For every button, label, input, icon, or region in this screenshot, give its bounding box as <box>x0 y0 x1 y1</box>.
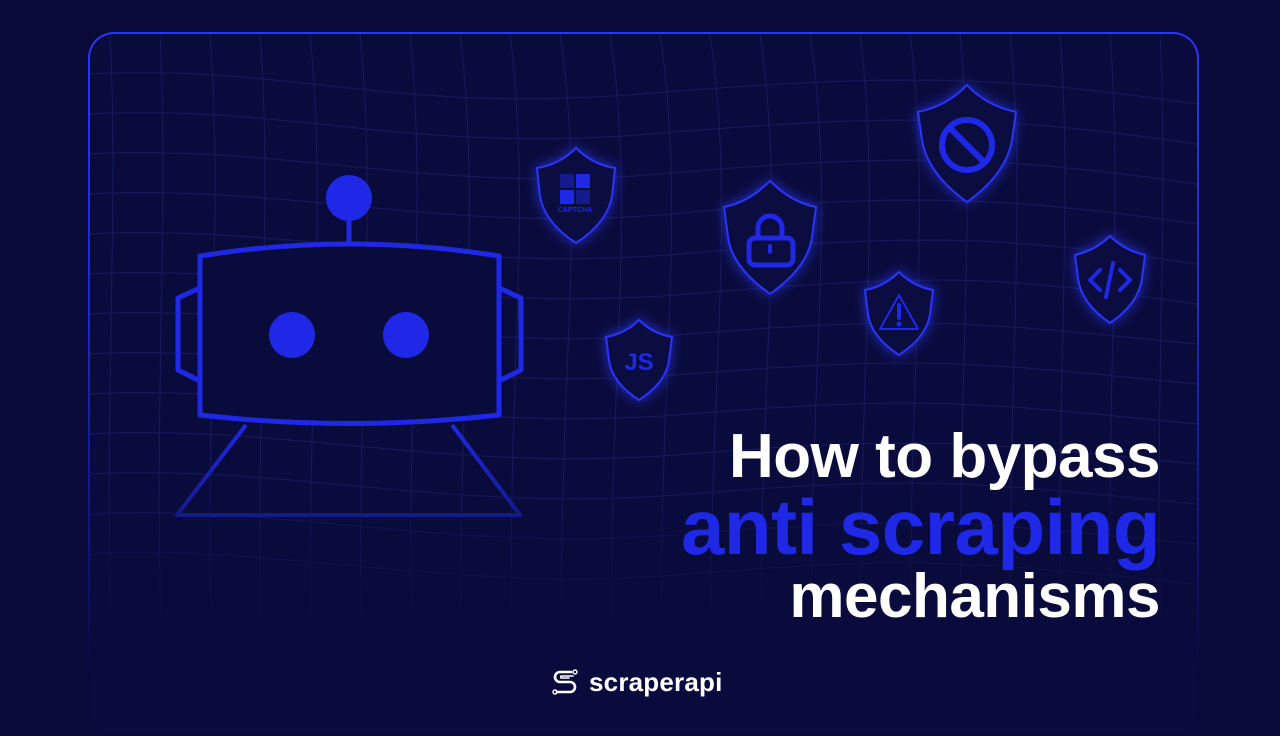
headline: How to bypass anti scraping mechanisms <box>681 424 1160 630</box>
javascript-shield-icon: JS <box>604 318 674 402</box>
headline-line-3: mechanisms <box>789 562 1160 631</box>
lock-shield-icon <box>722 179 818 296</box>
hero-card <box>88 32 1199 736</box>
code-shield-icon <box>1073 234 1147 325</box>
illustration: CAPTCHA JS <box>175 83 1147 517</box>
headline-line-1: How to bypass <box>728 422 1161 491</box>
blocked-shield-icon <box>916 83 1018 204</box>
brand-name: scraperapi <box>589 667 723 697</box>
warped-grid-background <box>90 34 1197 734</box>
scraperapi-logo-icon <box>552 669 578 695</box>
svg-text:CAPTCHA: CAPTCHA <box>558 207 592 214</box>
warning-shield-icon <box>863 270 935 357</box>
svg-text:JS: JS <box>624 349 653 376</box>
brand-logo: scraperapi <box>551 667 723 697</box>
captcha-shield-icon: CAPTCHA <box>535 146 617 245</box>
headline-line-2-accent: anti scraping <box>681 483 1160 571</box>
robot-icon <box>175 175 524 517</box>
